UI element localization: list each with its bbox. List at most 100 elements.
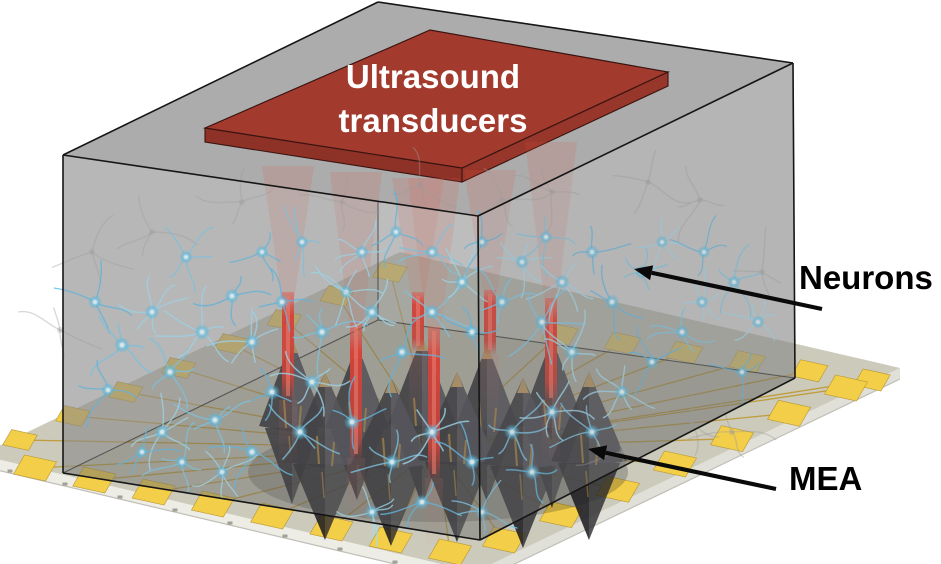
gold-pad (72, 466, 117, 494)
neuron-ghost (512, 166, 580, 233)
neuron-cell (116, 427, 181, 475)
chamber-edge (477, 215, 481, 541)
neuron-ghost (478, 167, 550, 227)
neuron-cell (473, 266, 538, 325)
neuron-network (17, 147, 782, 547)
neuron-cell (253, 367, 292, 421)
gold-pad (2, 429, 38, 451)
neurons-label: Neurons (799, 259, 933, 296)
beam-haze (425, 478, 443, 548)
electrode-tip (583, 372, 595, 387)
neuron-cell (505, 443, 558, 504)
arrow-head (634, 265, 654, 281)
neuron-cell (646, 307, 716, 352)
substrate-via (282, 534, 288, 538)
ultrasound-beam (330, 172, 382, 528)
neuron-cell (718, 244, 761, 320)
gold-pad (372, 261, 408, 283)
neuron-cell (206, 307, 279, 364)
gold-pad (55, 405, 91, 427)
neurons-arrow (634, 265, 823, 312)
neuron-ghost (116, 194, 198, 257)
neuron-cell (269, 350, 351, 417)
neuron-cell (118, 275, 189, 333)
gold-pad (824, 374, 868, 402)
chamber-edge (62, 154, 479, 217)
neuron-cell (192, 276, 272, 327)
neuron-cell (283, 204, 321, 278)
arrow-head (588, 445, 608, 461)
neuron-cell (192, 445, 258, 500)
chamber-top-and-transducer-plate (63, 2, 793, 216)
neuron-cell (379, 318, 445, 398)
neuron-cell (496, 241, 552, 299)
chamber-front-faces (63, 63, 795, 540)
neuron-cell (451, 479, 518, 534)
neuron-cell (682, 265, 721, 321)
substrate-via (392, 560, 398, 564)
substrate-via (337, 547, 343, 551)
gold-pad (13, 454, 57, 482)
neuron-cell (164, 226, 214, 294)
neuron-cell (336, 486, 395, 547)
neuron-ghost (687, 394, 777, 458)
neuron-cell (572, 225, 632, 275)
beam-haze (279, 400, 297, 470)
beam-haze (409, 350, 427, 420)
beam-core (354, 326, 358, 454)
neuron-cell (173, 400, 252, 454)
beam-haze (347, 458, 365, 528)
beam-cone (464, 170, 516, 298)
mea-label: MEA (789, 460, 862, 497)
transducer-label-line1: Ultrasound (346, 58, 520, 95)
beam-core (286, 296, 290, 396)
beam-haze (481, 354, 499, 424)
chamber-edge (477, 62, 794, 217)
neuron-cell (590, 264, 644, 341)
neuron-cell (154, 286, 229, 363)
gold-pad (767, 399, 811, 427)
neuron-cell (398, 223, 463, 275)
beam-core (549, 302, 553, 398)
arrow-shaft (605, 450, 777, 492)
chamber-edge (62, 472, 481, 541)
neuron-cell (441, 306, 500, 359)
neuron-cell (229, 232, 281, 282)
neuron-cell (724, 299, 776, 342)
chamber-face-front-left (63, 155, 480, 540)
neuron-cell (380, 482, 462, 529)
substrate-via (172, 508, 178, 512)
neuron-cell (292, 308, 369, 381)
neuron-cell (268, 403, 341, 460)
neuron-ghost (612, 149, 691, 214)
gold-pad (710, 425, 754, 453)
beam-cone (525, 142, 577, 306)
neuron-cell (582, 365, 656, 419)
neuron-cell (434, 420, 494, 486)
annotations: Ultrasound transducers Neurons MEA (339, 58, 933, 497)
neuron-ghost (662, 375, 720, 456)
neuron-cell (141, 421, 202, 495)
neuron-cell (371, 190, 424, 269)
gold-pad (213, 333, 250, 355)
electrode-tip (517, 378, 529, 393)
neuron-cell (90, 315, 153, 377)
mea-arrow (588, 445, 777, 492)
chamber-edge (377, 1, 794, 64)
substrate-via (227, 521, 233, 525)
neuron-ghost (677, 166, 725, 243)
neuron-cell (332, 376, 387, 450)
beam-cone (262, 166, 314, 300)
neuron-ghost (17, 307, 103, 359)
neuron-ghost (390, 147, 457, 208)
neuron-cell (441, 242, 494, 303)
gold-pad (603, 331, 642, 355)
chamber-face-front-right (478, 63, 795, 540)
beam-haze (542, 402, 560, 472)
neuron-cell (515, 216, 576, 278)
neuron-cell (350, 429, 428, 484)
neuron-ghost (298, 176, 381, 231)
substrate-via (7, 469, 13, 473)
neuron-cell (78, 359, 138, 428)
